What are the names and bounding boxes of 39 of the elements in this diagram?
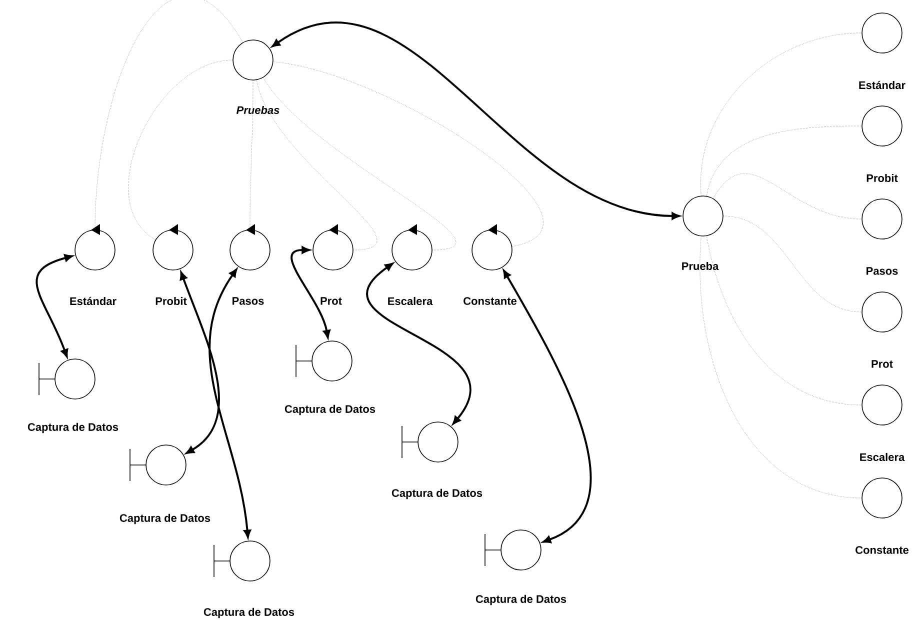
connector	[250, 80, 254, 230]
connector	[503, 270, 592, 544]
object-label: Probit	[156, 296, 187, 306]
connector	[706, 126, 862, 196]
object-label: Estándar	[859, 80, 906, 90]
object-label: Estándar	[70, 296, 116, 306]
object-label: Escalera	[388, 296, 433, 306]
object-label: Captura de Datos	[120, 514, 210, 524]
connector	[128, 60, 233, 240]
object-label: Constante	[464, 297, 517, 305]
connector	[94, 0, 244, 230]
connector	[712, 174, 862, 220]
connector	[700, 32, 862, 196]
connector	[700, 236, 862, 498]
connector	[290, 246, 330, 338]
connector	[273, 62, 544, 247]
connector	[208, 268, 252, 538]
object-label: Probit	[866, 174, 898, 182]
object-label: Pruebas	[236, 106, 280, 114]
object-label: Captura de Datos	[284, 404, 376, 416]
object-label: Captura de Datos	[28, 422, 118, 434]
connector	[256, 80, 377, 250]
object-label: Captura de Datos	[392, 488, 482, 500]
object-label: Prot	[320, 297, 342, 305]
connector	[262, 77, 456, 250]
connector	[180, 272, 220, 454]
object-label: Escalera	[860, 452, 905, 462]
object-label: Captura de Datos	[204, 608, 294, 618]
object-label: Pasos	[866, 267, 898, 275]
object-label: Prot	[872, 360, 893, 368]
connector	[36, 254, 73, 358]
object-label: Constante	[856, 546, 909, 554]
object-label: Captura de Datos	[476, 594, 566, 606]
object-label: Pasos	[232, 297, 264, 305]
connector	[366, 262, 471, 424]
connector	[706, 236, 862, 406]
object-label: Prueba	[682, 262, 719, 270]
connector	[272, 22, 680, 220]
connector	[723, 216, 862, 312]
